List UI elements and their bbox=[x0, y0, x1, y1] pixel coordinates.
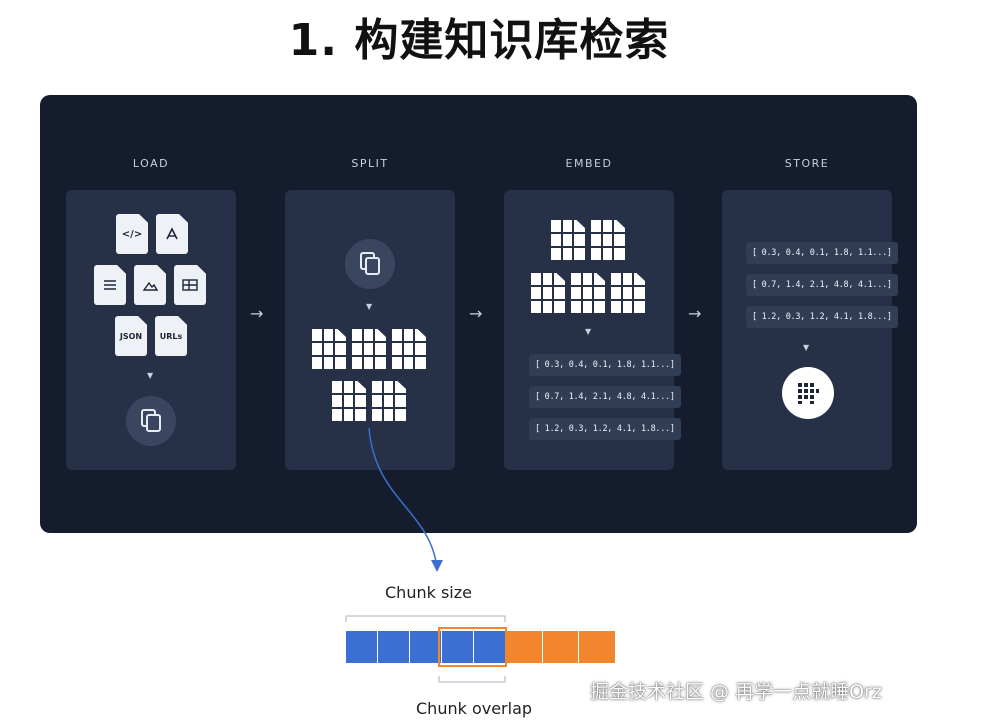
stage-label-embed: EMBED bbox=[565, 157, 613, 170]
down-arrow-icon: ▼ bbox=[585, 327, 592, 336]
vector-row: [ 0.3, 0.4, 0.1, 1.8, 1.1...] bbox=[746, 242, 898, 264]
documents-icon bbox=[126, 396, 176, 446]
chunk-icon bbox=[551, 220, 585, 260]
chunk-overlap-label: Chunk overlap bbox=[416, 699, 533, 718]
watermark: 掘金技术社区 @ 再学一点就睡Orz bbox=[590, 681, 882, 703]
stage-label-split: SPLIT bbox=[351, 157, 389, 170]
chunk-icon bbox=[591, 220, 625, 260]
text-file-icon bbox=[94, 265, 126, 305]
vector-row: [ 1.2, 0.3, 1.2, 4.1, 1.8...] bbox=[529, 418, 681, 440]
chunk-icon bbox=[372, 381, 406, 421]
page-title: 1. 构建知识库检索 bbox=[288, 15, 670, 66]
json-file-icon: JSON bbox=[115, 316, 147, 356]
chunk-icon bbox=[571, 273, 605, 313]
code-file-icon: </> bbox=[116, 214, 148, 254]
urls-file-icon: URLs bbox=[155, 316, 187, 356]
chunk-icon bbox=[392, 329, 426, 369]
arrow-right-icon: → bbox=[688, 304, 702, 323]
pdf-file-icon bbox=[156, 214, 188, 254]
stage-label-load: LOAD bbox=[132, 157, 170, 170]
chunk-icon bbox=[312, 329, 346, 369]
arrow-right-icon: → bbox=[250, 304, 264, 323]
vector-row: [ 1.2, 0.3, 1.2, 4.1, 1.8...] bbox=[746, 306, 898, 328]
down-arrow-icon: ▼ bbox=[803, 343, 810, 352]
vector-row: [ 0.7, 1.4, 2.1, 4.8, 4.1...] bbox=[746, 274, 898, 296]
arrow-right-icon: → bbox=[469, 304, 483, 323]
chunk-icon bbox=[531, 273, 565, 313]
store-card bbox=[722, 190, 892, 470]
stage-label-store: STORE bbox=[784, 157, 830, 170]
table-file-icon bbox=[174, 265, 206, 305]
chunk-icon bbox=[611, 273, 645, 313]
vector-store-icon bbox=[782, 367, 834, 419]
chunk-icon bbox=[352, 329, 386, 369]
vector-row: [ 0.3, 0.4, 0.1, 1.8, 1.1...] bbox=[529, 354, 681, 376]
chunk-size-label: Chunk size bbox=[385, 583, 472, 602]
down-arrow-icon: ▼ bbox=[366, 302, 373, 311]
down-arrow-icon: ▼ bbox=[147, 371, 154, 380]
vector-row: [ 0.7, 1.4, 2.1, 4.8, 4.1...] bbox=[529, 386, 681, 408]
chunk-icon bbox=[332, 381, 366, 421]
documents-icon bbox=[345, 239, 395, 289]
image-file-icon bbox=[134, 265, 166, 305]
